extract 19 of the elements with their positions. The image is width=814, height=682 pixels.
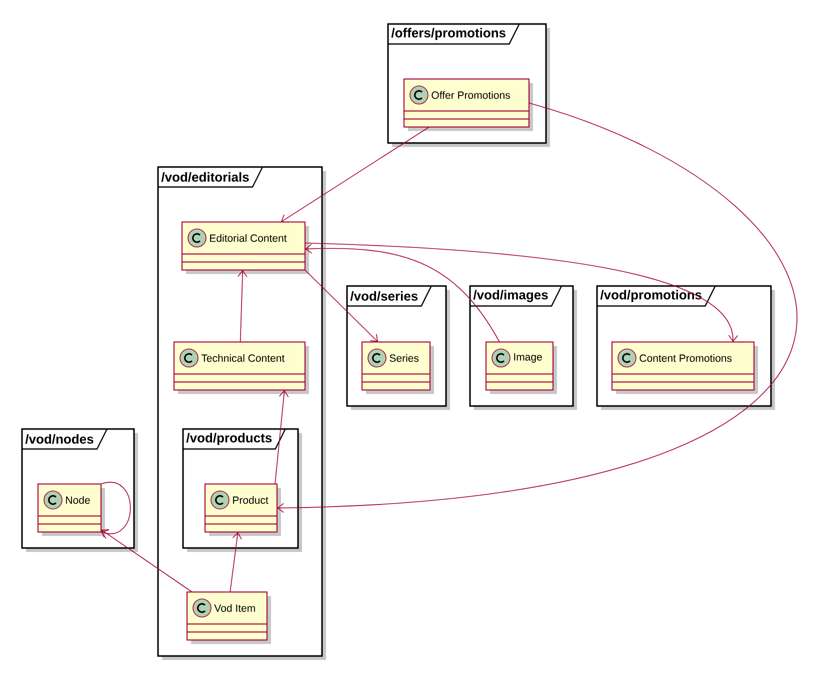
class-box: Vod Item [186, 592, 271, 644]
arrow [274, 390, 289, 484]
arrow [305, 244, 500, 342]
arrow [304, 270, 378, 342]
arrow [304, 242, 738, 342]
arrow [101, 529, 192, 592]
class-box: Product [204, 484, 281, 536]
arrow [100, 482, 131, 539]
class-box: Node [38, 484, 105, 536]
arrow [280, 126, 430, 223]
class-box: Content Promotions [612, 342, 758, 394]
arrow [238, 270, 248, 342]
class-box: Series [362, 342, 434, 394]
arrow [230, 532, 242, 592]
class-box: Technical Content [174, 342, 309, 394]
class-box: Editorial Content [182, 222, 309, 274]
arrow [277, 102, 796, 513]
class-box: Image [486, 342, 557, 394]
class-box: Offer Promotions [404, 78, 533, 131]
